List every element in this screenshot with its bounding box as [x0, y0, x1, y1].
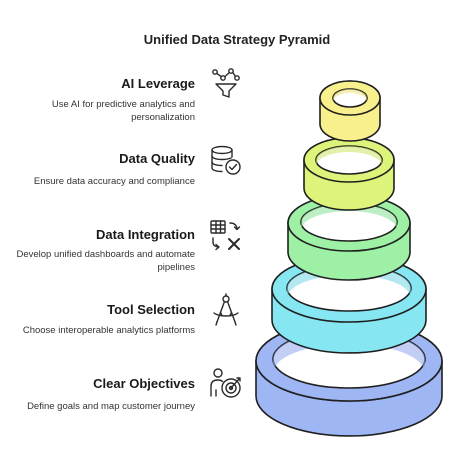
layer-heading-tool-selection: Tool Selection: [107, 302, 195, 317]
layer-desc-ai-leverage: Use AI for predictive analytics and pers…: [51, 99, 195, 123]
layer-desc-tool-selection: Choose interoperable analytics platforms: [22, 325, 195, 336]
layer-desc-clear-objectives: Define goals and map customer journey: [27, 401, 195, 412]
diagram-title: Unified Data Strategy Pyramid: [143, 32, 331, 47]
layer-desc-data-quality: Ensure data accuracy and compliance: [33, 176, 195, 187]
ring-data-quality: [303, 137, 395, 211]
layer-heading-data-integration: Data Integration: [96, 227, 195, 242]
ring-data-integration: [287, 194, 411, 281]
compass-tool-icon: [213, 293, 239, 326]
layer-heading-ai-leverage: AI Leverage: [121, 76, 195, 91]
layer-heading-data-quality: Data Quality: [119, 151, 195, 166]
ai-funnel-icon: [212, 68, 240, 98]
database-check-icon: [211, 145, 241, 175]
layer-desc-data-integration: Develop unified dashboards and automate …: [16, 249, 195, 273]
ring-ai-leverage: [319, 80, 381, 142]
layer-heading-clear-objectives: Clear Objectives: [93, 376, 195, 391]
data-integration-icon: [210, 220, 241, 251]
target-person-icon: [210, 368, 241, 398]
